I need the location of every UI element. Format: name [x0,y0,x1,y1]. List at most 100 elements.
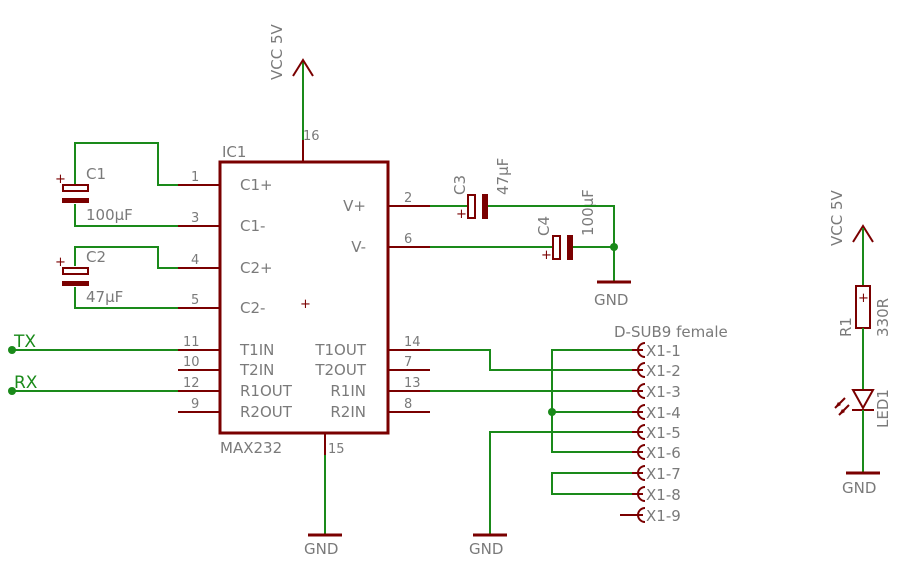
net-rx[interactable]: RX [8,373,178,395]
pin-num-right: 14 [404,335,421,350]
pin-label-right: V- [351,238,366,256]
ic-max232[interactable]: IC1 MAX232 + 16 15 1 3 4 5 11 10 12 9 C1… [178,129,430,457]
led-diode-icon [851,389,875,411]
pin-label-left: C1+ [240,176,273,194]
pin-label-left: T1IN [239,341,274,359]
ic-value: MAX232 [220,439,282,457]
pin-label-right: T1OUT [314,341,366,359]
gnd-label: GND [842,479,876,497]
ic-pin-16-num: 16 [303,129,320,144]
capacitor-c1[interactable]: + C1 100µF [55,142,178,227]
connector-pin-label: X1-7 [646,465,681,483]
pin-num-right: 7 [404,355,412,370]
pin-num-left: 3 [191,211,199,226]
rx-label: RX [14,373,38,393]
vcc-arrow-icon [852,224,874,243]
pin-label-left: C1- [240,217,265,235]
tx-label: TX [13,332,36,352]
wire-x1-5-gnd [489,431,635,535]
ic-pin-15-num: 15 [328,442,345,457]
connector-pin-label: X1-5 [646,424,681,442]
c2-plate-negative [62,281,89,286]
ic-origin-marker: + [300,297,311,312]
led-arrowhead-icon [835,402,841,408]
capacitor-c4[interactable]: + C4 100µF [430,189,597,263]
c1-value: 100µF [86,206,133,224]
junction-dot [610,243,618,251]
connector-pin-label: X1-6 [646,444,681,462]
pin-num-right: 2 [404,191,412,206]
c3-value: 47µF [494,158,512,195]
led-ref: LED1 [874,389,892,428]
c2-wire-bottom [74,287,178,309]
connector-dsub9[interactable]: D-SUB9 female X1-1 X1-2 X1-3 X1-4 X1-5 X… [614,323,728,525]
c4-ref: C4 [535,216,553,236]
gnd-label: GND [594,291,628,309]
pin-label-left: T2IN [239,361,274,379]
c2-ref: C2 [86,248,106,266]
c3-plate-positive [467,194,476,219]
c2-polarity-icon: + [55,255,66,270]
gnd-label: GND [304,540,338,558]
wire-t1out-x1-2 [430,349,635,371]
pin-label-right: R1IN [330,382,366,400]
tx-terminal [8,346,16,354]
c4-polarity-icon: + [541,248,552,263]
connector-pin-label: X1-2 [646,362,681,380]
capacitor-c3[interactable]: + C3 47µF [430,158,512,222]
pin-num-left: 11 [183,335,200,350]
pin-label-left: C2+ [240,259,273,277]
pin-num-left: 5 [191,293,199,308]
c2-plate-positive [62,267,89,275]
c1-plate-negative [62,198,89,203]
gnd-label: GND [469,540,503,558]
vcc-arrow-icon [292,58,314,77]
gnd-symbol-ic[interactable]: GND [304,455,342,558]
vcc-symbol-ic[interactable]: VCC 5V [268,23,314,140]
gnd-symbol-caps[interactable]: GND [488,205,631,309]
c4-value: 100µF [579,189,597,236]
r1-origin-marker: + [858,291,869,306]
gnd-symbol-led[interactable]: GND [842,410,880,497]
gnd-symbol-connector[interactable]: GND [469,533,507,558]
c1-polarity-icon: + [55,172,66,187]
connector-title: D-SUB9 female [614,323,728,341]
rx-terminal [8,387,16,395]
pin-label-left: R1OUT [240,382,293,400]
vcc-symbol-led[interactable]: VCC 5V [828,189,874,246]
connector-pin-label: X1-9 [646,507,681,525]
connector-pin-label: X1-3 [646,383,681,401]
ic-ref: IC1 [222,143,246,161]
pin-num-left: 9 [191,397,199,412]
pin-label-right: R2IN [330,403,366,421]
connector-pin-label: X1-1 [646,342,681,360]
c2-value: 47µF [86,288,123,306]
pin-label-left: C2- [240,299,265,317]
pin-num-right: 8 [404,397,412,412]
c1-wire-bottom [74,204,178,227]
c2-wire-top [74,246,178,269]
c4-plate-negative [567,235,573,260]
resistor-r1[interactable]: + R1 330R [837,228,892,337]
connector-wiring [430,349,635,535]
net-tx[interactable]: TX [8,332,178,354]
vcc-label: VCC 5V [268,23,286,80]
led-led1[interactable]: LED1 [834,328,892,428]
c1-ref: C1 [86,165,106,183]
connector-pin-label: X1-8 [646,486,681,504]
wire-x1-1-4-6 [551,349,635,453]
c4-plate-positive [552,235,561,260]
capacitor-c2[interactable]: + C2 47µF [55,246,178,309]
pin-num-right: 6 [404,232,412,247]
c3-ref: C3 [451,175,469,195]
pin-label-right: V+ [343,197,366,215]
junction-dot [548,408,556,416]
led-arrowhead-icon [839,409,845,415]
c1-plate-positive [62,184,89,192]
pin-num-left: 4 [191,253,199,268]
pin-num-left: 10 [183,355,200,370]
c3-plate-negative [482,194,488,219]
c1-wire-top [74,142,178,186]
r1-ref: R1 [837,317,855,337]
